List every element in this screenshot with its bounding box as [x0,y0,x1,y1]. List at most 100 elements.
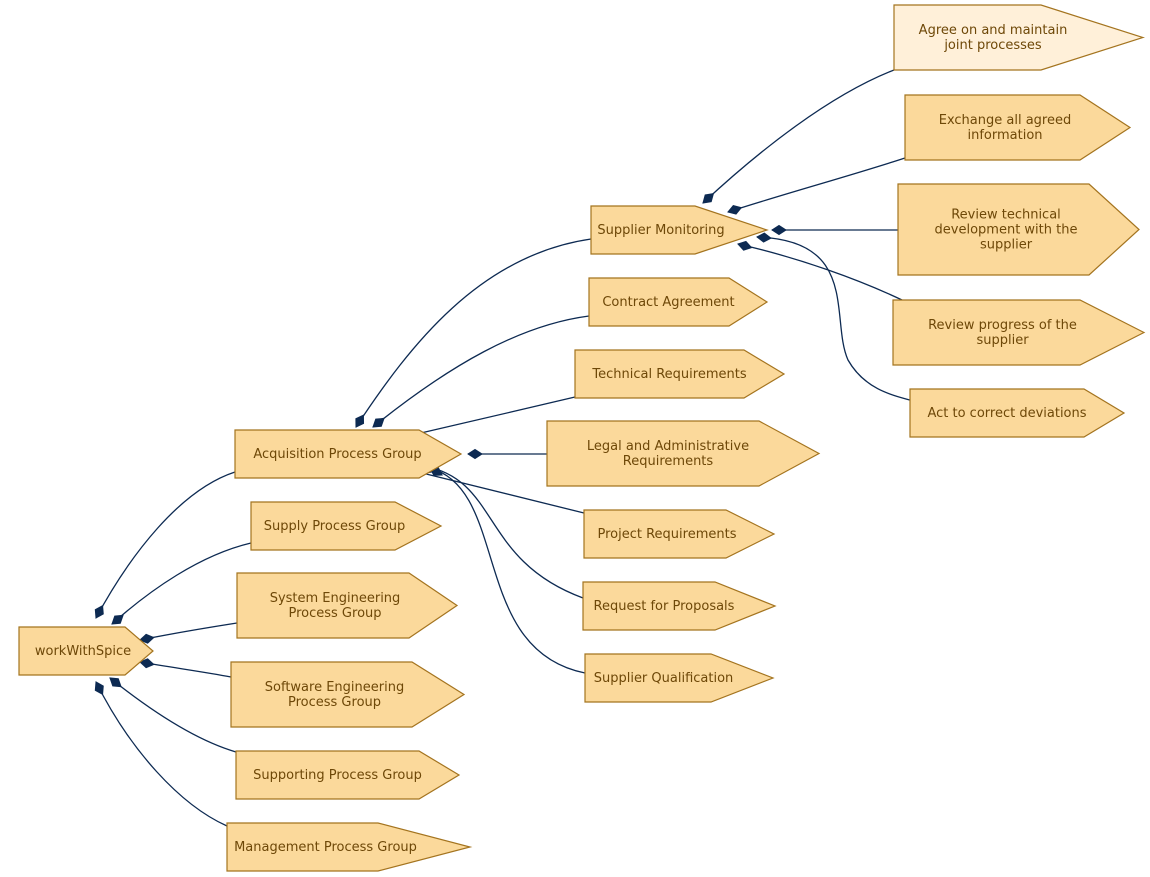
edge-line [702,69,895,204]
node-label: Supplier Monitoring [597,223,724,238]
edge-supplier-monitoring-to-review-progress [737,240,903,301]
composition-diamond-icon [467,448,483,460]
node-shape [234,429,463,479]
node-label: Process Group [288,606,381,621]
composition-diamond-icon [702,193,715,204]
node-shape [584,653,775,703]
edge-line [756,236,911,401]
composition-diamond-icon [139,658,155,669]
node-supplier-qualification[interactable]: Supplier Qualification [584,653,775,703]
node-shape [236,572,459,639]
node-request-proposals[interactable]: Request for Proposals [582,581,777,631]
composition-diamond-icon [372,417,385,428]
edge-root-to-acquisition [94,471,236,619]
edge-line [355,238,592,428]
node-label: System Engineering [270,591,401,606]
edge-root-to-management [94,681,228,827]
node-label: Acquisition Process Group [253,447,421,462]
node-shape [250,501,443,551]
node-label: information [967,128,1042,143]
node-label: development with the [935,223,1078,238]
edge-line [423,465,584,599]
composition-diamond-icon [94,681,104,696]
node-label: Supply Process Group [264,519,405,534]
composition-diamond-icon [94,604,104,619]
node-supporting[interactable]: Supporting Process Group [235,750,461,800]
node-label: Supplier Qualification [594,671,734,686]
node-shape [892,299,1146,366]
edge-line [111,542,252,625]
node-supplier-monitoring[interactable]: Supplier Monitoring [590,205,769,255]
node-shape [574,349,786,399]
node-shape [230,661,466,728]
node-shape [583,509,776,559]
edge-root-to-system-eng [139,622,238,644]
node-shape [582,581,777,631]
node-label: Review progress of the [928,318,1077,333]
node-label: workWithSpice [35,644,131,659]
node-label: joint processes [943,38,1042,53]
edge-root-to-software-eng [139,658,232,678]
node-label: Requirements [623,454,714,469]
edge-line [407,396,576,437]
edge-line [95,681,228,827]
edge-root-to-supply [111,542,252,625]
node-contract-agreement[interactable]: Contract Agreement [588,277,769,327]
edge-acquisition-to-supplier-monitoring [355,238,592,428]
node-shape [909,388,1126,438]
composition-diamond-icon [771,224,787,236]
node-label: Request for Proposals [594,599,735,614]
node-shape [226,822,473,872]
edge-supplier-monitoring-to-exchange-info [727,157,906,215]
node-label: Management Process Group [234,840,417,855]
edge-acquisition-to-supplier-qualification [429,467,586,674]
edge-supplier-monitoring-to-review-technical [771,224,898,236]
edge-acquisition-to-legal-admin [467,448,547,460]
node-shape [588,277,769,327]
node-supply[interactable]: Supply Process Group [250,501,443,551]
edge-line [409,469,585,514]
node-technical-requirements[interactable]: Technical Requirements [574,349,786,399]
node-project-requirements[interactable]: Project Requirements [583,509,776,559]
composition-diamond-icon [756,232,772,243]
node-shape [893,4,1145,71]
composition-diamond-icon [355,414,365,428]
node-label: Supporting Process Group [253,768,422,783]
node-label: supplier [976,333,1029,348]
node-label: Contract Agreement [602,295,734,310]
node-shape [897,183,1140,276]
node-shape [235,750,461,800]
node-label: Agree on and maintain [919,23,1068,38]
node-label: Project Requirements [598,527,737,542]
node-label: Review technical [951,208,1061,223]
composition-diamond-icon [139,633,155,644]
node-acquisition[interactable]: Acquisition Process Group [234,429,463,479]
node-shape [904,94,1132,161]
composition-diamond-icon [737,240,753,251]
composition-diamond-icon [727,204,743,215]
edge-line [727,157,906,213]
node-label: Software Engineering [265,680,404,695]
edge-line [372,315,590,428]
node-management[interactable]: Management Process Group [226,822,473,872]
edge-root-to-supporting [109,677,237,753]
node-label: Process Group [288,695,381,710]
node-shape [590,205,769,255]
node-shape [546,420,821,487]
node-label: supplier [980,238,1033,253]
node-root[interactable]: workWithSpice [18,626,154,676]
edge-line [429,467,586,674]
composition-diamond-icon [111,614,124,625]
node-act-correct[interactable]: Act to correct deviations [909,388,1126,438]
node-label: Technical Requirements [591,367,746,382]
edge-acquisition-to-contract-agreement [372,315,590,428]
